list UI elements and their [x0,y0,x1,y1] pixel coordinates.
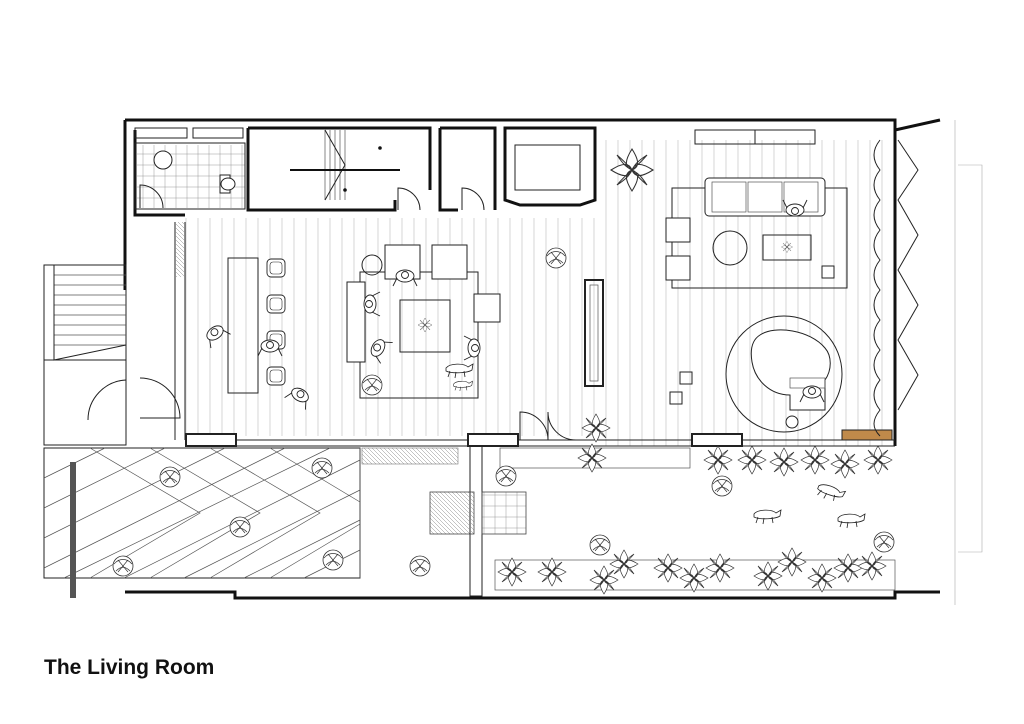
sofa-icon [346,281,366,363]
plant-icon [857,551,887,581]
plant-icon [229,516,251,538]
plant-icon [610,148,654,192]
plant-icon [777,547,807,577]
sun-lounger [429,491,475,535]
door-icon [139,184,164,209]
plant-icon [753,561,783,591]
plant-icon [409,555,431,577]
toilet-icon [219,174,236,194]
round-rug [725,315,843,433]
plant-icon [589,534,611,556]
side-table [361,254,383,276]
door-icon [139,377,181,419]
plant-icon [807,563,837,593]
basin-icon [153,150,173,170]
door-icon [461,187,485,211]
plant-icon [781,241,793,253]
plant-icon [703,445,733,475]
plant-icon [159,466,181,488]
plant-icon [497,557,527,587]
curtain [873,139,919,437]
plant-icon [322,549,344,571]
door-icon [397,187,421,211]
fireplace [584,279,604,387]
armchair-icon [665,255,691,281]
plant-icon [495,465,517,487]
hedge-planter [361,447,459,465]
plant-icon [581,413,611,443]
wall-cabinet [134,127,188,139]
plant-icon [800,445,830,475]
elevator-shaft [438,126,597,212]
plant-icon [361,374,383,396]
coffee-table [762,234,812,261]
dog-icon [753,509,782,525]
entrance-door-icon [87,379,127,421]
armchair-icon [665,217,691,243]
piano-area [669,315,843,433]
plant-icon [705,553,735,583]
plant-icon [577,443,607,473]
drawing-title: The Living Room [44,656,215,679]
herringbone-terrace [43,447,361,579]
plant-icon [589,565,619,595]
exterior-walls [123,118,941,600]
planter [499,447,691,469]
glazing-panel [754,129,816,145]
bathroom [134,142,246,210]
plant-icon [830,449,860,479]
coffee-table-round [712,230,748,266]
coffee-table [399,299,451,353]
plant-icon [545,247,567,269]
window-panel [467,433,519,447]
plant-icon [653,553,683,583]
dining-area [201,257,314,411]
window-panel [185,433,237,447]
sun-lounger [481,491,527,535]
wall-cabinet [192,127,244,139]
plant-icon [769,447,799,477]
armchair-icon [431,244,468,280]
window-panel [691,433,743,447]
dining-table [227,257,259,394]
plant-icon [679,563,709,593]
stair-icon [290,129,400,201]
plant-icon [873,531,895,553]
coat-rack [176,222,185,277]
armchair-icon [473,293,501,323]
plant-icon [711,475,733,497]
stair-core [246,126,432,212]
sofa-icon [704,177,826,217]
plant-icon [833,553,863,583]
wood-bench [841,429,893,441]
plant-icon [537,557,567,587]
garden [112,413,896,597]
plant-icon [112,555,134,577]
lounge-seating [665,177,848,289]
entrance-stair [43,264,181,446]
drain-strip [70,462,76,598]
dog-icon [837,513,866,529]
sliding-door [519,411,577,441]
armchair-icon [384,244,421,280]
plant-icon [609,549,639,579]
plant-icon [417,317,433,333]
dog-icon [814,481,846,505]
plant-icon [863,445,893,475]
living-seating [346,244,501,399]
plant-icon [737,445,767,475]
plant-icon [311,457,333,479]
